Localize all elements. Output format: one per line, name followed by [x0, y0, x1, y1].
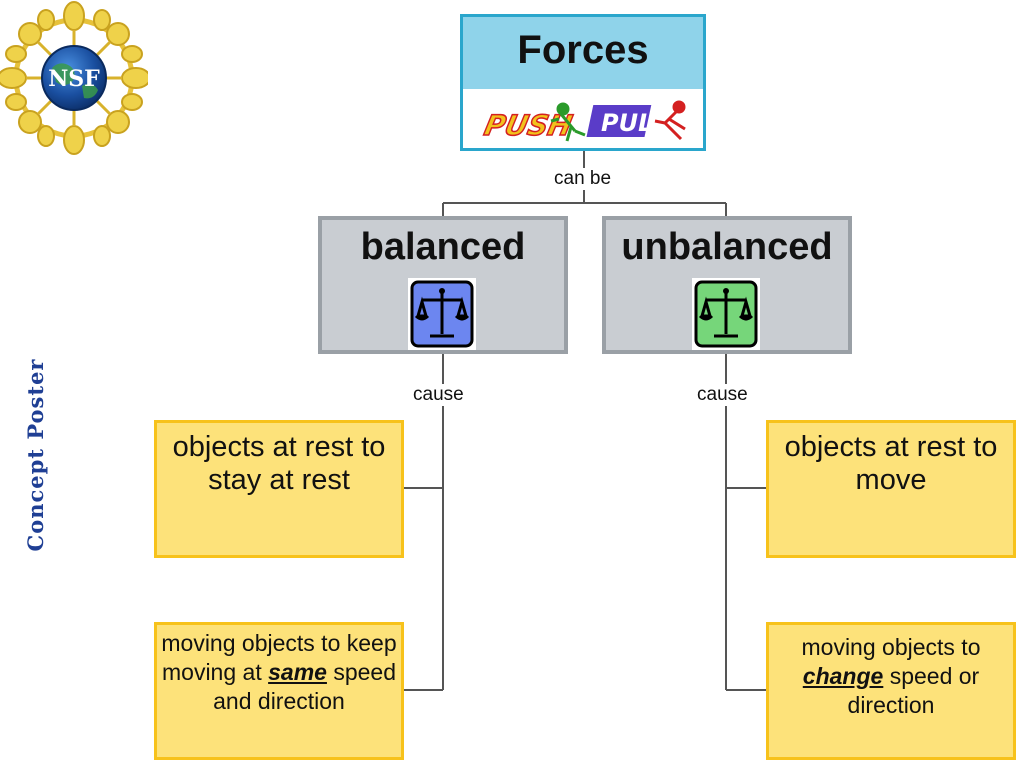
push-figure-icon	[550, 102, 586, 142]
link-label-cause-unbalanced: cause	[694, 384, 751, 406]
root-title: Forces	[463, 17, 703, 89]
leaf-balanced-moving-post: speed and direction	[213, 659, 396, 714]
pull-figure-icon	[654, 100, 686, 141]
push-pull-clipart: PUSH PULL	[481, 100, 686, 143]
root-node-forces: Forces PUSH PULL	[460, 14, 706, 151]
leaf-unbalanced-moving-pre: moving objects to	[801, 634, 981, 660]
leaf-balanced-moving-emph: same	[268, 659, 327, 685]
unbalanced-title: unbalanced	[621, 226, 833, 268]
leaf-unbalanced-moving-post: speed or direction	[847, 663, 980, 718]
leaf-balanced-moving-pre: moving objects to keep moving at	[161, 630, 397, 685]
balanced-scale-icon	[408, 278, 476, 350]
leaf-unbalanced-moving: moving objects to change speed or direct…	[766, 622, 1016, 760]
node-unbalanced: unbalanced	[602, 216, 852, 354]
unbalanced-scale-icon	[692, 278, 760, 350]
link-label-can-be: can be	[551, 168, 615, 190]
leaf-balanced-rest: objects at rest to stay at rest	[154, 420, 404, 558]
side-label: Concept Poster	[23, 358, 48, 552]
node-balanced: balanced	[318, 216, 568, 354]
link-label-cause-balanced: cause	[410, 384, 467, 406]
balanced-title: balanced	[360, 226, 526, 268]
leaf-balanced-moving: moving objects to keep moving at same sp…	[154, 622, 404, 760]
nsf-logo: NSF	[0, 1, 148, 155]
leaf-unbalanced-rest: objects at rest to move	[766, 420, 1016, 558]
leaf-unbalanced-moving-emph: change	[802, 663, 884, 689]
nsf-logo-text: NSF	[48, 66, 100, 92]
